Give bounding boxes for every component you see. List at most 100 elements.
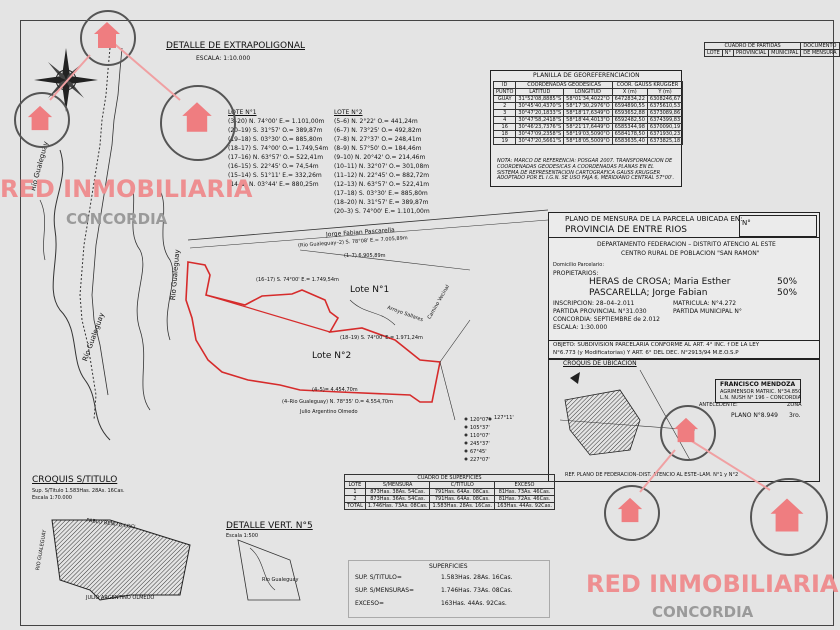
extrapoligonal-scale: ESCALA: 1:10.000 — [196, 55, 251, 62]
partida-municipal: PARTIDA MUNICIPAL N° — [673, 308, 742, 315]
sup-mensura-label: SUP. S/MENSURAS= — [355, 587, 415, 594]
superficies-table: CUADRO DE SUPERFICIES LOTE S/MENSURA C/T… — [344, 474, 555, 510]
owner-2-share: 50% — [777, 288, 798, 298]
croquis-titulo-escala: Escala 1:70.000 — [32, 495, 72, 501]
segment-18-19: (18–19) S. 74°00' E.= 1.971,24m — [340, 335, 423, 341]
matricula: MATRICULA: N°4.272 — [673, 300, 737, 307]
detalle-vert-escala: Escala 1:500 — [226, 533, 259, 539]
professional-line-2: L.N. NUSH N° 196 – CONCORDIA — [720, 395, 802, 401]
list-item: (20–19) S. 31°57' O.= 389,87m — [228, 127, 323, 134]
antecedente-label: ANTECEDENTE: — [699, 402, 738, 408]
sup-titulo-label: SUP. S/TITULO= — [355, 574, 402, 581]
watermark-brand-right: RED INMOBILIARIA — [586, 570, 839, 598]
georef-panel: PLANILLA DE GEOREFERENCIACION ID COORDEN… — [490, 70, 684, 187]
house-icon — [617, 497, 643, 523]
exceso-value: 163Has. 44As. 92Cas. — [441, 600, 507, 607]
sheet-border — [20, 20, 834, 626]
inscripcion: INSCRIPCION: 28–04–2.011 — [553, 300, 635, 307]
list-item: (18–17) S. 74°00' O.= 1.749,54m — [228, 145, 329, 152]
house-icon — [182, 102, 212, 132]
professional-name: FRANCISCO MENDOZA — [720, 381, 796, 388]
list-item: (3–20) N. 74°00' E.= 1.101,00m — [228, 118, 325, 125]
watermark-circle-1 — [80, 10, 136, 66]
plano-number-box: N° — [739, 215, 817, 237]
detalle-vert-drawing — [237, 539, 301, 601]
angle-legend: 120°07' 105°37' 110°07' 245°37' 67°45' 2… — [470, 417, 490, 463]
segment-rio-4: (4–Rio Gualeguay) N. 78°35' O.= 4.554,70… — [282, 399, 393, 405]
list-item: (12–13) N. 63°57' O.= 522,41m — [334, 181, 430, 188]
list-item: (17–16) N. 63°57' O.= 522,41m — [228, 154, 324, 161]
watermark-circle-4 — [660, 405, 716, 461]
house-icon — [673, 417, 699, 443]
list-item: (14–1) N. 03°44' E.= 880,25m — [228, 181, 319, 188]
segment-4-5: (4–5)= 4.454,70m — [312, 387, 358, 393]
list-item: (20–3) S. 74°00' E.= 1.101,00m — [334, 208, 430, 215]
superficies-summary: SUPERFICIES SUP. S/TITULO= 1.583Has. 28A… — [348, 560, 550, 618]
title-block: PLANO DE MENSURA DE LA PARCELA UBICADA E… — [548, 212, 820, 342]
georef-note: NOTA: MARCO DE REFERENCIA: POSGAR 2007. … — [497, 158, 675, 182]
ref-note: REF. PLANO DE FEDERACION–DIST. ATENCIO A… — [565, 472, 739, 478]
river-gualeguay-left — [52, 149, 111, 441]
list-item: (8–9) N. 57°50' O.= 184,46m — [334, 145, 422, 152]
objeto-box: OBJETO: SUBDIVISION PARCELARIA CONFORME … — [548, 340, 820, 360]
lot-divider — [205, 294, 331, 333]
propietarios-label: PROPIETARIOS: — [553, 270, 599, 277]
plano-label: PLANO DE MENSURA DE LA PARCELA UBICADA E… — [565, 215, 743, 223]
owner-1: HERAS de CROSA; Maria Esther — [589, 277, 731, 287]
province-label: PROVINCIA DE ENTRE RIOS — [565, 225, 688, 235]
partida-provincial: PARTIDA PROVINCIAL N°31.030 — [553, 308, 647, 315]
watermark-brand-left: RED INMOBILIARIA — [0, 175, 253, 203]
objeto-line-2: N°6.773 (y Modificatorias) Y ART. 6° DEL… — [553, 350, 739, 356]
house-icon — [27, 105, 53, 131]
watermark-circle-6 — [604, 485, 660, 541]
julio-label: Julio Argentino Olmedo — [300, 409, 358, 415]
detalle-vert-title: DETALLE VERT. N°5 — [226, 521, 313, 531]
lote2-list-title: LOTE N°2 — [334, 109, 363, 116]
professional-line-1: AGRIMENSOR MATRIC. N°34.850 — [720, 389, 802, 395]
lote-1-label: Lote N°1 — [350, 285, 390, 295]
exceso-label: EXCESO= — [355, 600, 385, 607]
lote1-list-title: LOTE N°1 — [228, 109, 257, 116]
dept-label: DEPARTAMENTO FEDERACION – DISTRITO ATENC… — [597, 241, 776, 248]
river-gualeguay-right — [129, 179, 151, 411]
house-icon — [770, 498, 804, 532]
list-item: (7–8) N. 27°37' O.= 248,41m — [334, 136, 422, 143]
owner-2: PASCARELLA; Jorge Fabian — [589, 288, 708, 298]
croquis-titulo-title: CROQUIS S/TITULO — [32, 475, 118, 485]
list-item: (17–18) S. 03°30' E.= 885,80m — [334, 190, 428, 197]
georef-title: PLANILLA DE GEOREFERENCIACION — [533, 72, 640, 79]
list-item: (16–15) S. 22°45' O.= 74,54m — [228, 163, 319, 170]
watermark-city-left: CONCORDIA — [66, 210, 168, 228]
croquis-ubicacion-map — [564, 389, 641, 456]
watermark-city-right: CONCORDIA — [652, 603, 754, 621]
list-item: (9–10) N. 20°42' O.= 214,46m — [334, 154, 426, 161]
concordia-date: CONCORDIA: SEPTIEMBRE de 2.012 — [553, 316, 660, 323]
zona-label: ZONA — [787, 402, 802, 408]
segment-1-7: (1–7) 6.905,89m — [344, 253, 386, 259]
list-item: (11–12) N. 22°45' O.= 882,72m — [334, 172, 430, 179]
list-item: (19–18) S. 03°30' O.= 885,80m — [228, 136, 323, 143]
detalle-vert-rio: Rio Gualeguay — [262, 577, 299, 583]
centro-label: CENTRO RURAL DE POBLACION "SAN RAMON" — [621, 250, 760, 257]
parcel-outline — [185, 261, 441, 403]
list-item: (5–6) N. 2°22' O.= 441,24m — [334, 118, 418, 125]
list-item: (6–7) N. 73°25' O.= 492,82m — [334, 127, 422, 134]
watermark-circle-3 — [14, 92, 70, 148]
list-item: (18–20) N. 31°57' E.= 389,87m — [334, 199, 429, 206]
plano-number-label: N° — [742, 219, 751, 227]
objeto-line-1: OBJETO: SUBDIVISION PARCELARIA CONFORME … — [553, 342, 760, 348]
croquis-ubicacion-title: CROQUIS DE UBICACION — [563, 360, 637, 367]
sup-titulo-value: 1.583Has. 28As. 16Cas. — [441, 574, 513, 581]
owner-1-share: 50% — [777, 277, 798, 287]
watermark-circle-2 — [160, 85, 236, 161]
plano-antecedente: PLANO N°8.949 — [731, 412, 778, 419]
professional-stamp: FRANCISCO MENDOZA AGRIMENSOR MATRIC. N°3… — [715, 379, 801, 403]
extrapoligonal-title: DETALLE DE EXTRAPOLIGONAL — [166, 41, 306, 51]
